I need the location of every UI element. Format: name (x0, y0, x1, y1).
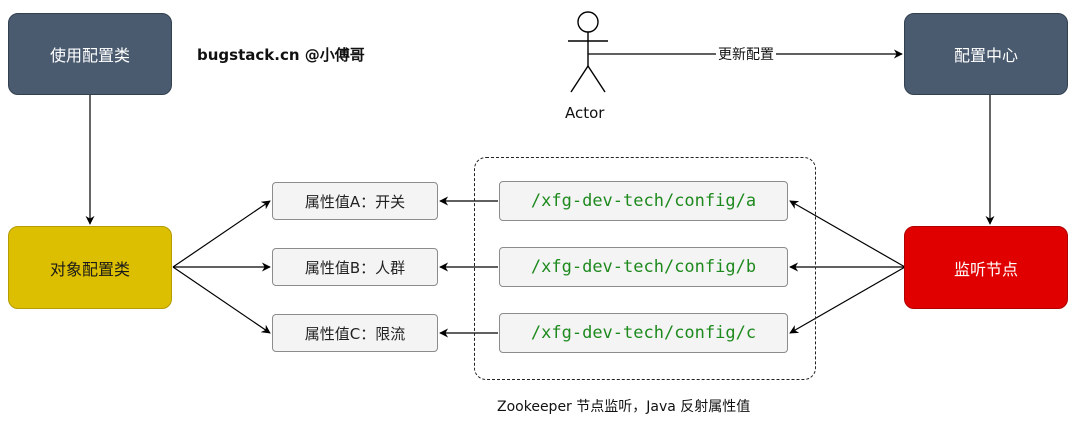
actor-label: Actor (565, 104, 605, 122)
edge-listen-to-path-c (789, 266, 906, 334)
edge-object-to-attr-a (172, 200, 271, 268)
path-c-node: /xfg-dev-tech/config/c (499, 313, 788, 353)
group-caption: Zookeeper 节点监听，Java 反射属性值 (497, 399, 751, 415)
attr-c-node: 属性值C：限流 (272, 314, 438, 352)
edge-listen-to-path-a (789, 200, 906, 268)
edge-label-update: 更新配置 (716, 44, 776, 64)
attr-b-node: 属性值B：人群 (272, 248, 438, 286)
zookeeper-group (474, 157, 816, 380)
listen-node: 监听节点 (904, 226, 1068, 309)
attr-a-node: 属性值A：开关 (272, 182, 438, 220)
use-config-node: 使用配置类 (8, 13, 172, 95)
watermark-text: bugstack.cn @小傅哥 (197, 46, 365, 64)
path-b-node: /xfg-dev-tech/config/b (499, 247, 788, 287)
edge-object-to-attr-c (172, 266, 271, 334)
object-config-node: 对象配置类 (8, 226, 172, 309)
config-center-node: 配置中心 (904, 13, 1068, 95)
actor-icon (568, 11, 608, 93)
path-a-node: /xfg-dev-tech/config/a (499, 181, 788, 221)
